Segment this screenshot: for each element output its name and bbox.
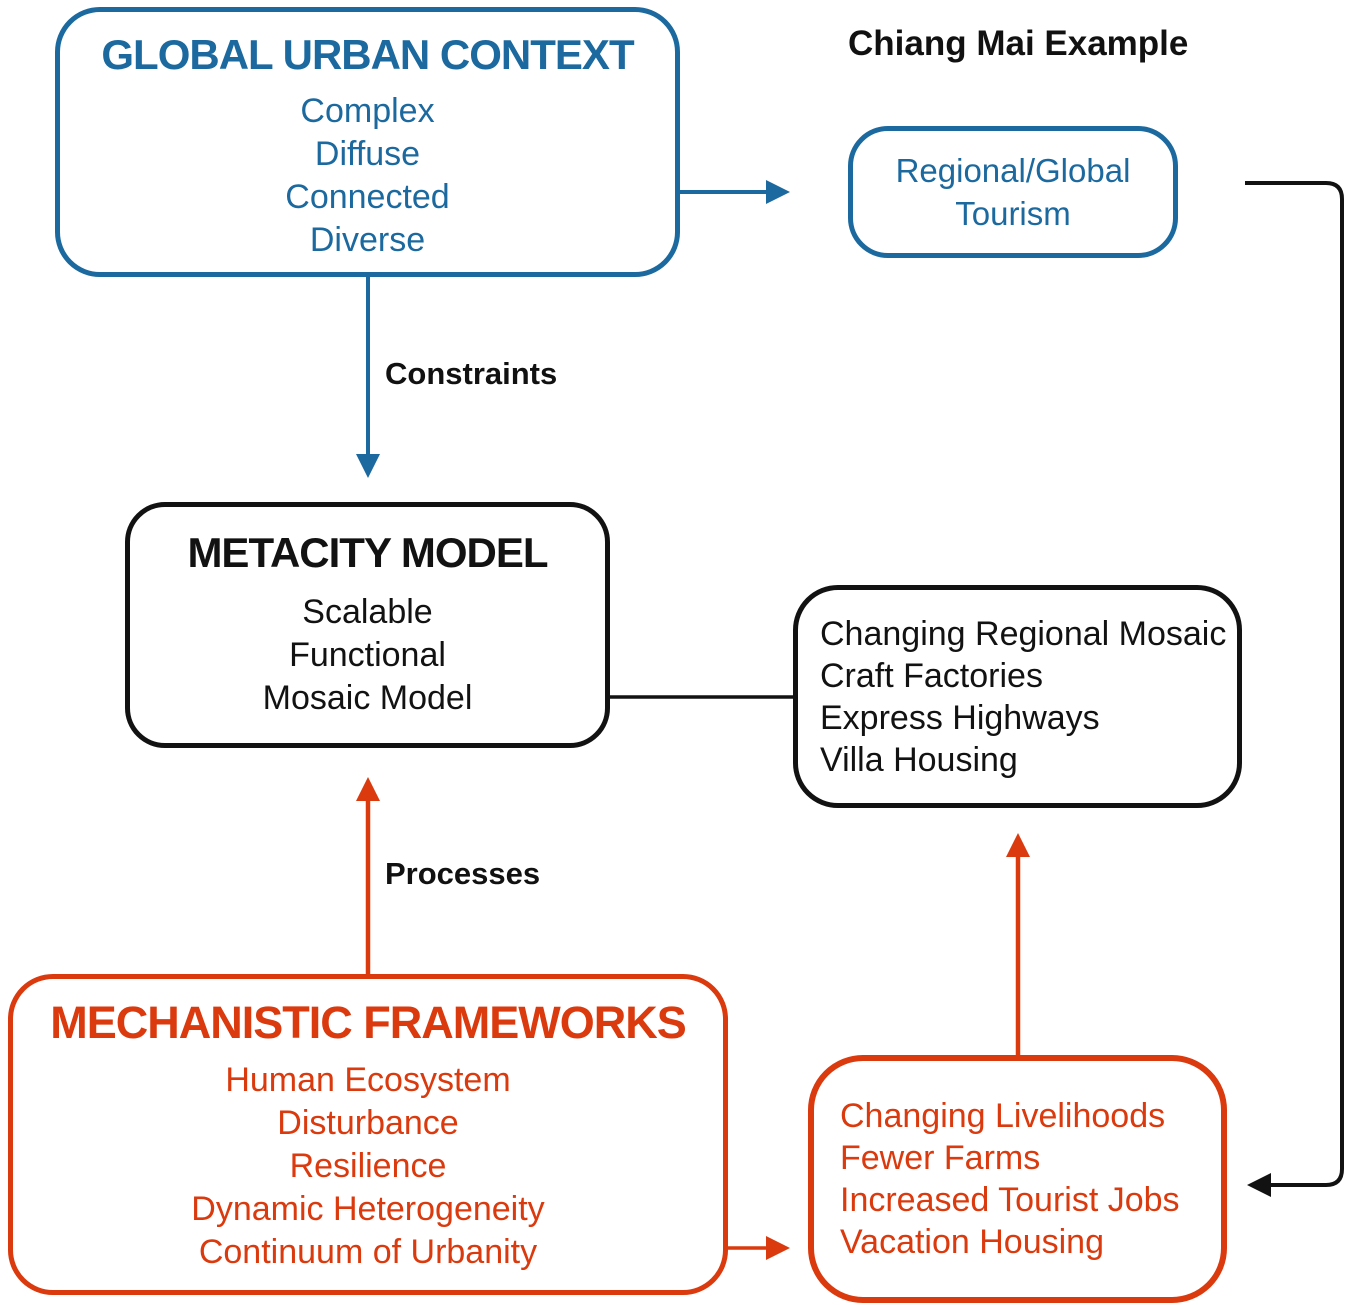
mechanistic-item-resilience: Resilience [289, 1147, 447, 1185]
regional-global-tourism-box: Regional/Global Tourism [848, 126, 1178, 258]
tourism-line-1: Regional/Global [895, 152, 1131, 189]
livelihoods-item-fewer-farms: Fewer Farms [840, 1139, 1041, 1177]
connector-tourism-to-livelihoods [1245, 181, 1344, 1197]
livelihoods-item-changing-livelihoods: Changing Livelihoods [840, 1097, 1166, 1135]
context-item-complex: Complex [300, 92, 435, 130]
mechanistic-item-dynamic-heterogeneity: Dynamic Heterogeneity [191, 1190, 545, 1228]
mechanistic-frameworks-items: Human Ecosystem Disturbance Resilience D… [191, 1059, 544, 1274]
processes-label: Processes [385, 856, 541, 891]
global-urban-context-title: GLOBAL URBAN CONTEXT [101, 31, 634, 78]
arrow-livelihoods-to-mosaic [1006, 833, 1030, 1055]
tourism-line-2: Tourism [955, 195, 1071, 232]
livelihoods-item-increased-tourist-jobs: Increased Tourist Jobs [840, 1181, 1180, 1219]
metacity-model-title: METACITY MODEL [187, 529, 548, 576]
mosaic-item-changing-regional-mosaic: Changing Regional Mosaic [820, 614, 1227, 653]
context-item-connected: Connected [285, 178, 450, 216]
mosaic-item-villa-housing: Villa Housing [820, 740, 1018, 779]
context-item-diverse: Diverse [309, 221, 426, 259]
metacity-item-mosaic: Mosaic Model [262, 679, 473, 717]
mosaic-item-express-highways: Express Highways [820, 698, 1100, 737]
changing-livelihoods-box: Changing Livelihoods Fewer Farms Increas… [808, 1055, 1227, 1303]
global-urban-context-box: GLOBAL URBAN CONTEXT Complex Diffuse Con… [55, 7, 680, 277]
context-item-diffuse: Diffuse [314, 135, 421, 173]
chiang-mai-example-heading: Chiang Mai Example [848, 24, 1189, 63]
changing-regional-mosaic-box: Changing Regional Mosaic Craft Factories… [793, 585, 1242, 808]
metacity-item-functional: Functional [289, 636, 446, 674]
metacity-model-box: METACITY MODEL Scalable Functional Mosai… [125, 502, 610, 748]
metacity-model-items: Scalable Functional Mosaic Model [263, 591, 473, 720]
metacity-item-scalable: Scalable [302, 593, 433, 631]
livelihoods-item-vacation-housing: Vacation Housing [840, 1223, 1104, 1261]
arrow-constraints [356, 277, 380, 478]
mechanistic-frameworks-title: MECHANISTIC FRAMEWORKS [50, 997, 686, 1048]
arrow-processes [356, 777, 380, 974]
global-urban-context-items: Complex Diffuse Connected Diverse [285, 90, 449, 262]
mechanistic-item-disturbance: Disturbance [277, 1104, 459, 1142]
mechanistic-item-human-ecosystem: Human Ecosystem [225, 1061, 511, 1099]
mosaic-item-craft-factories: Craft Factories [820, 656, 1043, 695]
mechanistic-item-continuum-of-urbanity: Continuum of Urbanity [198, 1233, 538, 1271]
constraints-label: Constraints [385, 356, 558, 391]
mechanistic-frameworks-box: MECHANISTIC FRAMEWORKS Human Ecosystem D… [8, 974, 728, 1295]
